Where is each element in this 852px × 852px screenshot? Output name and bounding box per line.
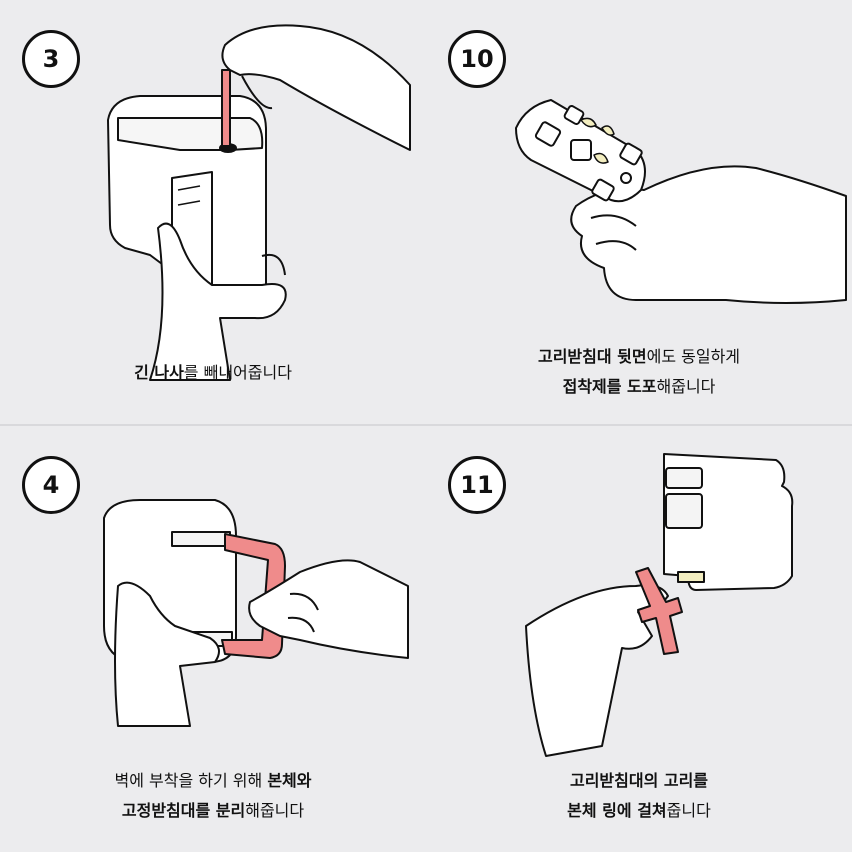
caption-text: 해줍니다 — [656, 377, 716, 396]
step-caption: 긴 나사를 빼내어줍니다 — [0, 358, 426, 388]
caption-bold: 본체 링에 걸쳐 — [567, 801, 667, 820]
caption-text: 벽에 부착을 하기 위해 — [114, 771, 268, 790]
caption-bold: 긴 나사 — [134, 363, 184, 382]
step-number-badge: 10 — [448, 30, 506, 88]
horizontal-divider — [0, 424, 852, 426]
step-10-illustration — [515, 99, 847, 304]
caption-line: 접착제를 도포해줍니다 — [426, 372, 852, 402]
caption-line: 고정받침대를 분리해줍니다 — [0, 796, 426, 826]
step-4-illustration — [103, 499, 409, 727]
step-caption: 고리받침대 뒷면에도 동일하게 접착제를 도포해줍니다 — [426, 342, 852, 402]
step-number-badge: 4 — [22, 456, 80, 514]
caption-line: 벽에 부착을 하기 위해 본체와 — [0, 766, 426, 796]
caption-bold: 본체와 — [267, 771, 312, 790]
caption-bold: 고정받침대를 분리 — [121, 801, 246, 820]
caption-text: 해줍니다 — [245, 801, 305, 820]
step-caption: 고리받침대의 고리를 본체 링에 걸쳐줍니다 — [426, 766, 852, 826]
step-panel-3: 3 긴 나사를 빼내어줍니다 — [0, 0, 426, 426]
step-panel-10: 10 고리받침대 뒷면에도 동일하게 접착제를 도포해줍니다 — [426, 0, 852, 426]
step-number-badge: 3 — [22, 30, 80, 88]
step-11-illustration — [525, 453, 794, 757]
caption-line: 고리받침대의 고리를 — [426, 766, 852, 796]
caption-bold: 고리받침대 뒷면 — [537, 347, 647, 366]
step-3-illustration — [107, 24, 411, 381]
step-panel-11: 11 고리받침대의 고리를 본체 링에 걸쳐줍니다 — [426, 426, 852, 852]
caption-bold: 접착제를 도포 — [562, 377, 657, 396]
caption-text: 줍니다 — [666, 801, 711, 820]
caption-text: 에도 동일하게 — [646, 347, 741, 366]
step-caption: 벽에 부착을 하기 위해 본체와 고정받침대를 분리해줍니다 — [0, 766, 426, 826]
caption-line: 고리받침대 뒷면에도 동일하게 — [426, 342, 852, 372]
caption-text: 를 빼내어줍니다 — [183, 363, 292, 382]
step-number-badge: 11 — [448, 456, 506, 514]
caption-line: 본체 링에 걸쳐줍니다 — [426, 796, 852, 826]
step-panel-4: 4 벽에 부착을 하기 위해 본체와 고정받침대를 분리해줍니다 — [0, 426, 426, 852]
caption-bold: 고리받침대의 고리를 — [569, 771, 709, 790]
caption-line: 긴 나사를 빼내어줍니다 — [0, 358, 426, 388]
